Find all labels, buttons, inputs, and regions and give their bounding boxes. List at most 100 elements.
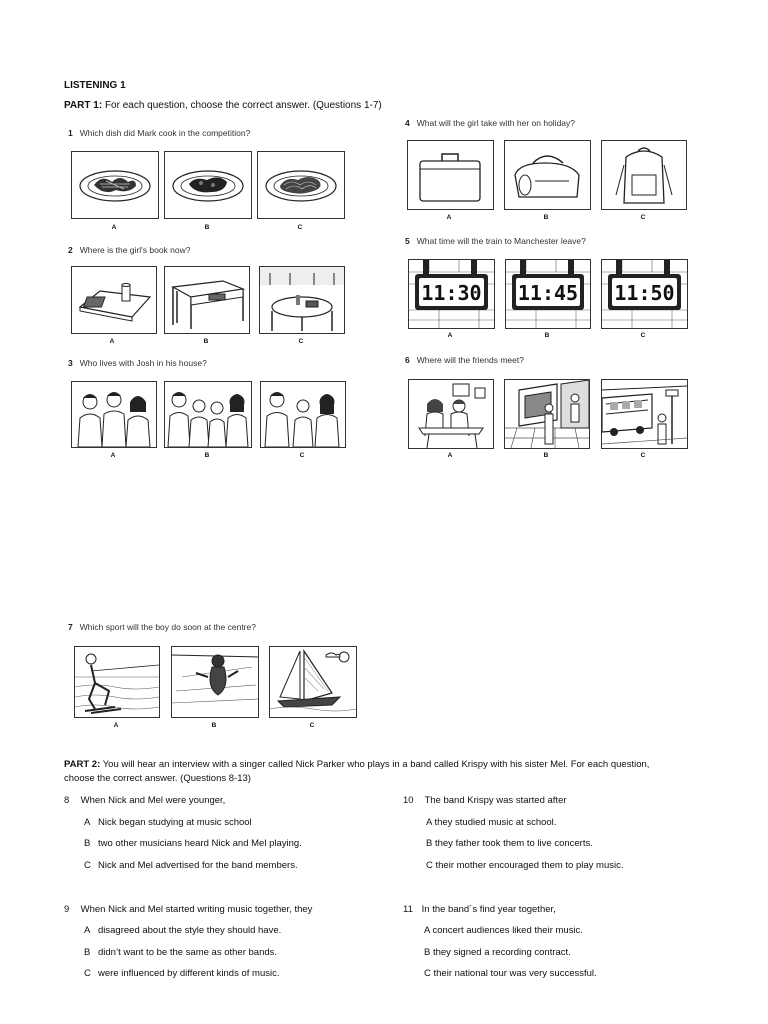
q6-option-a-image[interactable] bbox=[408, 379, 494, 449]
question-text: When Nick and Mel were younger, bbox=[80, 795, 226, 806]
family-four-people-icon bbox=[167, 392, 249, 447]
option-label-b: B bbox=[544, 332, 550, 339]
option-letter: A bbox=[84, 817, 91, 828]
question-number: 7 bbox=[68, 622, 73, 632]
q7-option-a-image[interactable] bbox=[74, 646, 160, 718]
option-letter: C bbox=[84, 968, 91, 979]
q6-option-c-image[interactable] bbox=[601, 379, 688, 449]
question-5: 5 What time will the train to Manchester … bbox=[405, 236, 586, 246]
cafe-friends-icon bbox=[418, 383, 486, 448]
digital-clock-icon: 11:50 bbox=[602, 260, 687, 328]
option-label-b: B bbox=[543, 214, 549, 221]
q10-option-c[interactable]: C their mother encouraged them to play m… bbox=[426, 860, 624, 871]
q4-option-c-image[interactable] bbox=[601, 140, 687, 210]
option-label-a: A bbox=[446, 214, 452, 221]
tray-book-icon bbox=[78, 283, 152, 322]
q5-option-c-image[interactable]: 11:50 bbox=[601, 259, 688, 329]
q5-option-a-image[interactable]: 11:30 bbox=[408, 259, 495, 329]
q1-option-b-image[interactable] bbox=[164, 151, 252, 219]
option-label-a: A bbox=[447, 332, 453, 339]
holdall-bag-icon bbox=[514, 155, 580, 198]
question-text: Which sport will the boy do soon at the … bbox=[79, 622, 256, 632]
clock-time: 11:50 bbox=[614, 281, 674, 305]
q10-option-a[interactable]: A they studied music at school. bbox=[426, 817, 557, 828]
question-number: 4 bbox=[405, 118, 410, 128]
question-number: 1 bbox=[68, 128, 73, 138]
q3-option-b-image[interactable] bbox=[164, 381, 252, 448]
q7-option-c-image[interactable] bbox=[269, 646, 357, 718]
q4-option-a-image[interactable] bbox=[407, 140, 494, 210]
option-letter: A bbox=[84, 925, 91, 936]
question-text: Which dish did Mark cook in the competit… bbox=[79, 128, 251, 138]
question-number: 8 bbox=[64, 795, 70, 806]
clock-time: 11:30 bbox=[421, 281, 481, 305]
sailing-boat-icon bbox=[270, 649, 356, 712]
q1-option-a-image[interactable] bbox=[71, 151, 159, 219]
q2-option-c-image[interactable] bbox=[259, 266, 345, 334]
option-text: were influenced by different kinds of mu… bbox=[98, 968, 280, 979]
part2-instruction-text-2: choose the correct answer. (Questions 8-… bbox=[64, 773, 251, 784]
question-number: 9 bbox=[64, 904, 70, 915]
q2-option-a-image[interactable] bbox=[71, 266, 157, 334]
q1-option-c-image[interactable] bbox=[257, 151, 345, 219]
family-three-people-alt-icon bbox=[264, 392, 340, 447]
question-number: 11 bbox=[403, 904, 413, 915]
q2-option-b-image[interactable] bbox=[164, 266, 250, 334]
option-letter: C bbox=[84, 860, 91, 871]
swimmer-icon bbox=[172, 654, 258, 704]
question-11: 11 In the band´s find year together, bbox=[403, 904, 556, 915]
option-text: two other musicians heard Nick and Mel p… bbox=[98, 838, 302, 849]
part2-instruction-text: You will hear an interview with a singer… bbox=[102, 759, 650, 770]
part1-instruction-text: For each question, choose the correct an… bbox=[104, 100, 382, 111]
option-label-a: A bbox=[111, 224, 117, 231]
option-label-c: C bbox=[309, 722, 315, 729]
question-text: When Nick and Mel started writing music … bbox=[80, 904, 313, 915]
question-text: What time will the train to Manchester l… bbox=[416, 236, 586, 246]
clock-time: 11:45 bbox=[518, 281, 578, 305]
q11-option-b[interactable]: B they signed a recording contract. bbox=[424, 947, 571, 958]
q5-option-b-image[interactable]: 11:45 bbox=[505, 259, 591, 329]
question-text: What will the girl take with her on holi… bbox=[416, 118, 576, 128]
option-label-a: A bbox=[447, 452, 453, 459]
q6-option-b-image[interactable] bbox=[504, 379, 590, 449]
option-label-c: C bbox=[640, 332, 646, 339]
question-number: 10 bbox=[403, 795, 414, 806]
question-9: 9 When Nick and Mel started writing musi… bbox=[64, 904, 312, 915]
q8-option-c[interactable]: C Nick and Mel advertised for the band me… bbox=[84, 860, 298, 871]
option-label-c: C bbox=[298, 338, 304, 345]
q3-option-a-image[interactable] bbox=[71, 381, 157, 448]
option-text: didn’t want to be the same as other band… bbox=[98, 947, 278, 958]
q11-option-a[interactable]: A concert audiences liked their music. bbox=[424, 925, 583, 936]
option-text: Nick and Mel advertised for the band mem… bbox=[98, 860, 298, 871]
question-text: Where is the girl's book now? bbox=[79, 245, 191, 255]
q4-option-b-image[interactable] bbox=[504, 140, 591, 210]
option-label-b: B bbox=[211, 722, 217, 729]
question-text: Who lives with Josh in his house? bbox=[79, 358, 207, 368]
option-label-c: C bbox=[297, 224, 303, 231]
plate-noodles-icon bbox=[265, 170, 337, 202]
q3-option-c-image[interactable] bbox=[260, 381, 346, 448]
cafe-table-icon bbox=[260, 267, 344, 331]
option-label-b: B bbox=[543, 452, 549, 459]
question-text: The band Krispy was started after bbox=[424, 795, 567, 806]
option-text: Nick began studying at music school bbox=[98, 817, 252, 828]
water-skiing-icon bbox=[75, 653, 159, 714]
question-number: 5 bbox=[405, 236, 410, 246]
option-label-a: A bbox=[109, 338, 115, 345]
question-4: 4 What will the girl take with her on hol… bbox=[405, 118, 575, 128]
plate-steak-icon bbox=[172, 170, 244, 202]
q8-option-a[interactable]: A Nick began studying at music school bbox=[84, 817, 252, 828]
q11-option-c[interactable]: C their national tour was very successfu… bbox=[424, 968, 597, 979]
option-label-c: C bbox=[640, 214, 646, 221]
option-label-c: C bbox=[299, 452, 305, 459]
option-letter: B bbox=[84, 947, 91, 958]
digital-clock-icon: 11:30 bbox=[409, 260, 494, 328]
q7-option-b-image[interactable] bbox=[171, 646, 259, 718]
family-three-people-icon bbox=[77, 392, 151, 447]
q10-option-b[interactable]: B they father took them to live concerts… bbox=[426, 838, 593, 849]
